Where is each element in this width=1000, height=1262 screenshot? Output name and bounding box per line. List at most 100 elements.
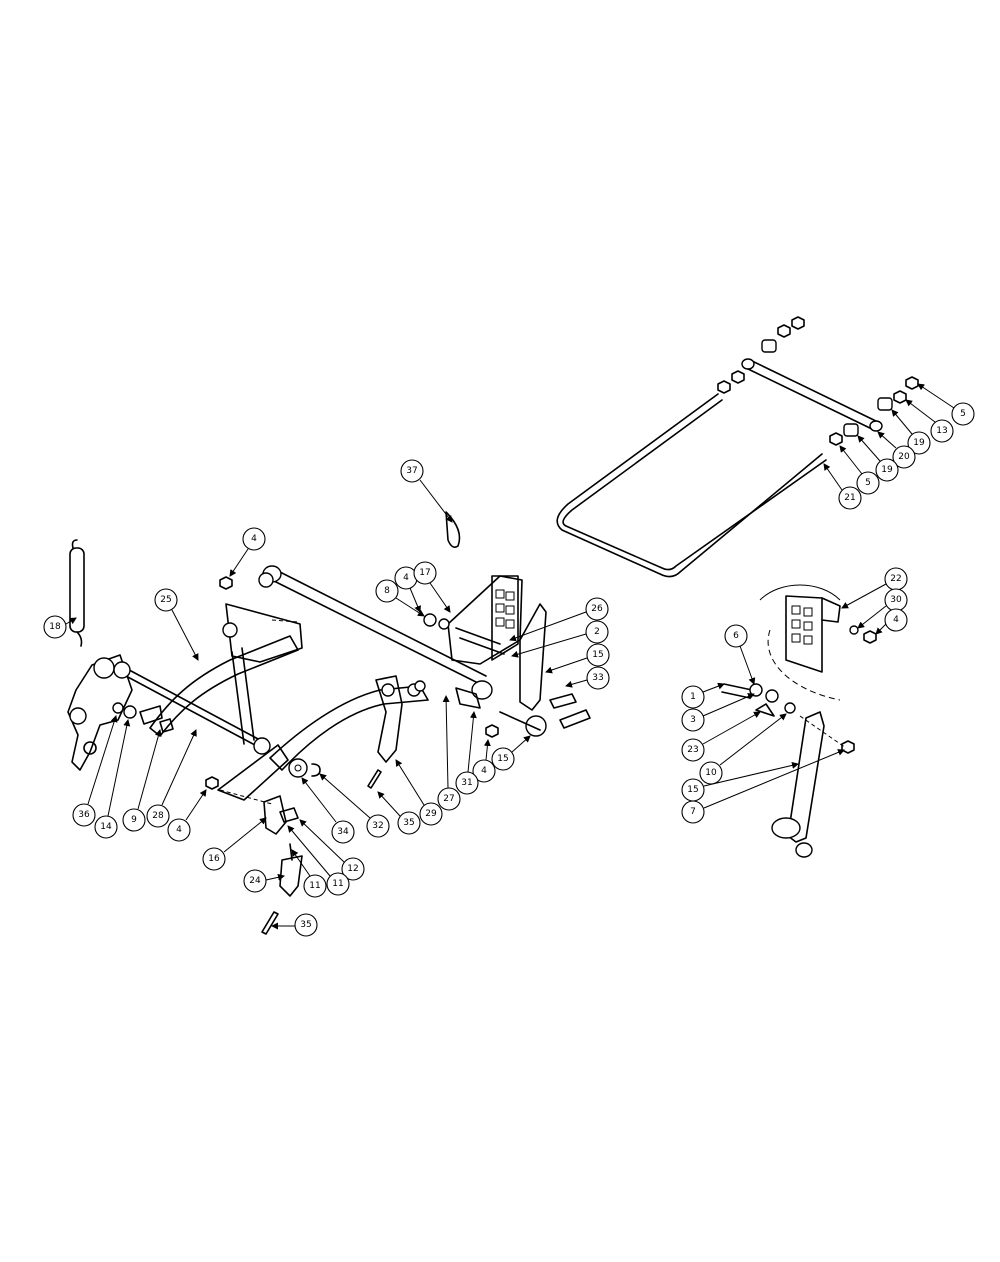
callout-4: 4 xyxy=(229,527,266,577)
callout-5: 5 xyxy=(839,445,880,495)
svg-text:15: 15 xyxy=(592,650,603,660)
callout-21: 21 xyxy=(823,463,862,510)
svg-text:15: 15 xyxy=(497,754,508,764)
callout-6: 6 xyxy=(724,624,756,685)
svg-text:11: 11 xyxy=(332,879,343,889)
svg-text:37: 37 xyxy=(406,466,417,476)
svg-text:27: 27 xyxy=(443,794,454,804)
callout-22: 22 xyxy=(841,567,908,609)
callouts: 37 4 25 18 8 4 17 26 2 15 33 15 4 31 27 … xyxy=(43,383,975,937)
svg-text:22: 22 xyxy=(890,574,901,584)
svg-text:4: 4 xyxy=(176,825,182,835)
callout-15: 15 xyxy=(545,643,610,674)
callout-16: 16 xyxy=(202,817,267,871)
svg-text:1: 1 xyxy=(690,692,696,702)
lift-frame-assembly xyxy=(67,511,493,935)
svg-text:4: 4 xyxy=(403,573,409,583)
detail-pedal-pad xyxy=(785,595,823,673)
left-side-bracket xyxy=(67,654,133,771)
lift-bracket xyxy=(375,675,403,763)
callout-31: 31 xyxy=(455,711,479,795)
callout-8: 8 xyxy=(375,579,425,617)
callout-35: 35 xyxy=(377,791,421,835)
callout-32: 32 xyxy=(319,773,390,838)
pedal-detail-assembly xyxy=(721,584,877,858)
callout-15: 15 xyxy=(681,761,799,802)
callout-26: 26 xyxy=(509,597,609,642)
callout-33: 33 xyxy=(565,666,610,690)
yoke-clevis xyxy=(279,855,303,897)
callout-36: 36 xyxy=(72,715,118,827)
svg-text:32: 32 xyxy=(372,821,383,831)
svg-text:30: 30 xyxy=(890,595,902,605)
callout-4: 4 xyxy=(472,739,496,783)
svg-text:35: 35 xyxy=(300,920,311,930)
svg-text:28: 28 xyxy=(152,811,164,821)
svg-text:4: 4 xyxy=(251,534,257,544)
callout-35: 35 xyxy=(271,913,318,937)
callout-18: 18 xyxy=(43,615,77,639)
callout-4: 4 xyxy=(875,608,908,635)
extension-spring xyxy=(69,539,85,647)
pedal-arm xyxy=(519,603,547,711)
svg-text:23: 23 xyxy=(687,745,698,755)
svg-text:4: 4 xyxy=(481,766,487,776)
svg-text:7: 7 xyxy=(690,807,696,817)
svg-text:19: 19 xyxy=(881,465,893,475)
rod-assembly xyxy=(556,316,919,578)
svg-text:9: 9 xyxy=(131,815,137,825)
pedal-assembly xyxy=(423,575,591,738)
svg-text:8: 8 xyxy=(384,586,390,596)
svg-text:25: 25 xyxy=(160,595,171,605)
callout-19: 19 xyxy=(857,435,899,482)
pedal-pad xyxy=(491,575,519,661)
svg-text:34: 34 xyxy=(337,827,349,837)
callout-11: 11 xyxy=(291,849,327,898)
svg-text:3: 3 xyxy=(690,715,696,725)
callout-24: 24 xyxy=(243,869,285,893)
callout-4: 4 xyxy=(167,789,207,842)
callout-15: 15 xyxy=(491,735,531,771)
svg-text:4: 4 xyxy=(893,615,899,625)
svg-text:20: 20 xyxy=(898,452,910,462)
callout-5: 5 xyxy=(917,383,975,426)
right-side-plate xyxy=(225,603,303,663)
svg-text:16: 16 xyxy=(208,854,220,864)
svg-text:5: 5 xyxy=(865,478,871,488)
callout-3: 3 xyxy=(681,693,755,732)
callout-29: 29 xyxy=(395,759,443,826)
svg-text:14: 14 xyxy=(100,822,112,832)
svg-text:26: 26 xyxy=(591,604,603,614)
svg-text:12: 12 xyxy=(347,864,358,874)
callout-27: 27 xyxy=(437,695,461,811)
callout-10: 10 xyxy=(699,713,787,785)
callout-25: 25 xyxy=(154,588,199,661)
callout-23: 23 xyxy=(681,711,761,762)
lift-arm-right xyxy=(269,685,429,771)
callout-1: 1 xyxy=(681,682,725,709)
svg-text:33: 33 xyxy=(592,673,603,683)
callout-34: 34 xyxy=(301,777,355,844)
callout-17: 17 xyxy=(413,561,451,613)
center-bracket xyxy=(217,744,289,801)
svg-text:21: 21 xyxy=(844,493,855,503)
svg-text:24: 24 xyxy=(249,876,261,886)
callout-14: 14 xyxy=(94,719,131,839)
svg-text:6: 6 xyxy=(733,631,739,641)
svg-text:35: 35 xyxy=(403,818,414,828)
svg-text:13: 13 xyxy=(936,426,947,436)
svg-text:11: 11 xyxy=(309,881,320,891)
front-cross-tube xyxy=(267,569,487,685)
svg-text:29: 29 xyxy=(425,809,437,819)
hanger-bracket xyxy=(263,795,287,835)
callout-28: 28 xyxy=(146,729,197,828)
callout-9: 9 xyxy=(122,729,162,832)
svg-text:36: 36 xyxy=(78,810,90,820)
callout-11: 11 xyxy=(287,825,350,896)
callout-13: 13 xyxy=(905,399,954,443)
callout-20: 20 xyxy=(877,431,916,469)
rear-cross-tube xyxy=(117,663,269,753)
svg-text:2: 2 xyxy=(594,627,600,637)
svg-text:5: 5 xyxy=(960,409,966,419)
